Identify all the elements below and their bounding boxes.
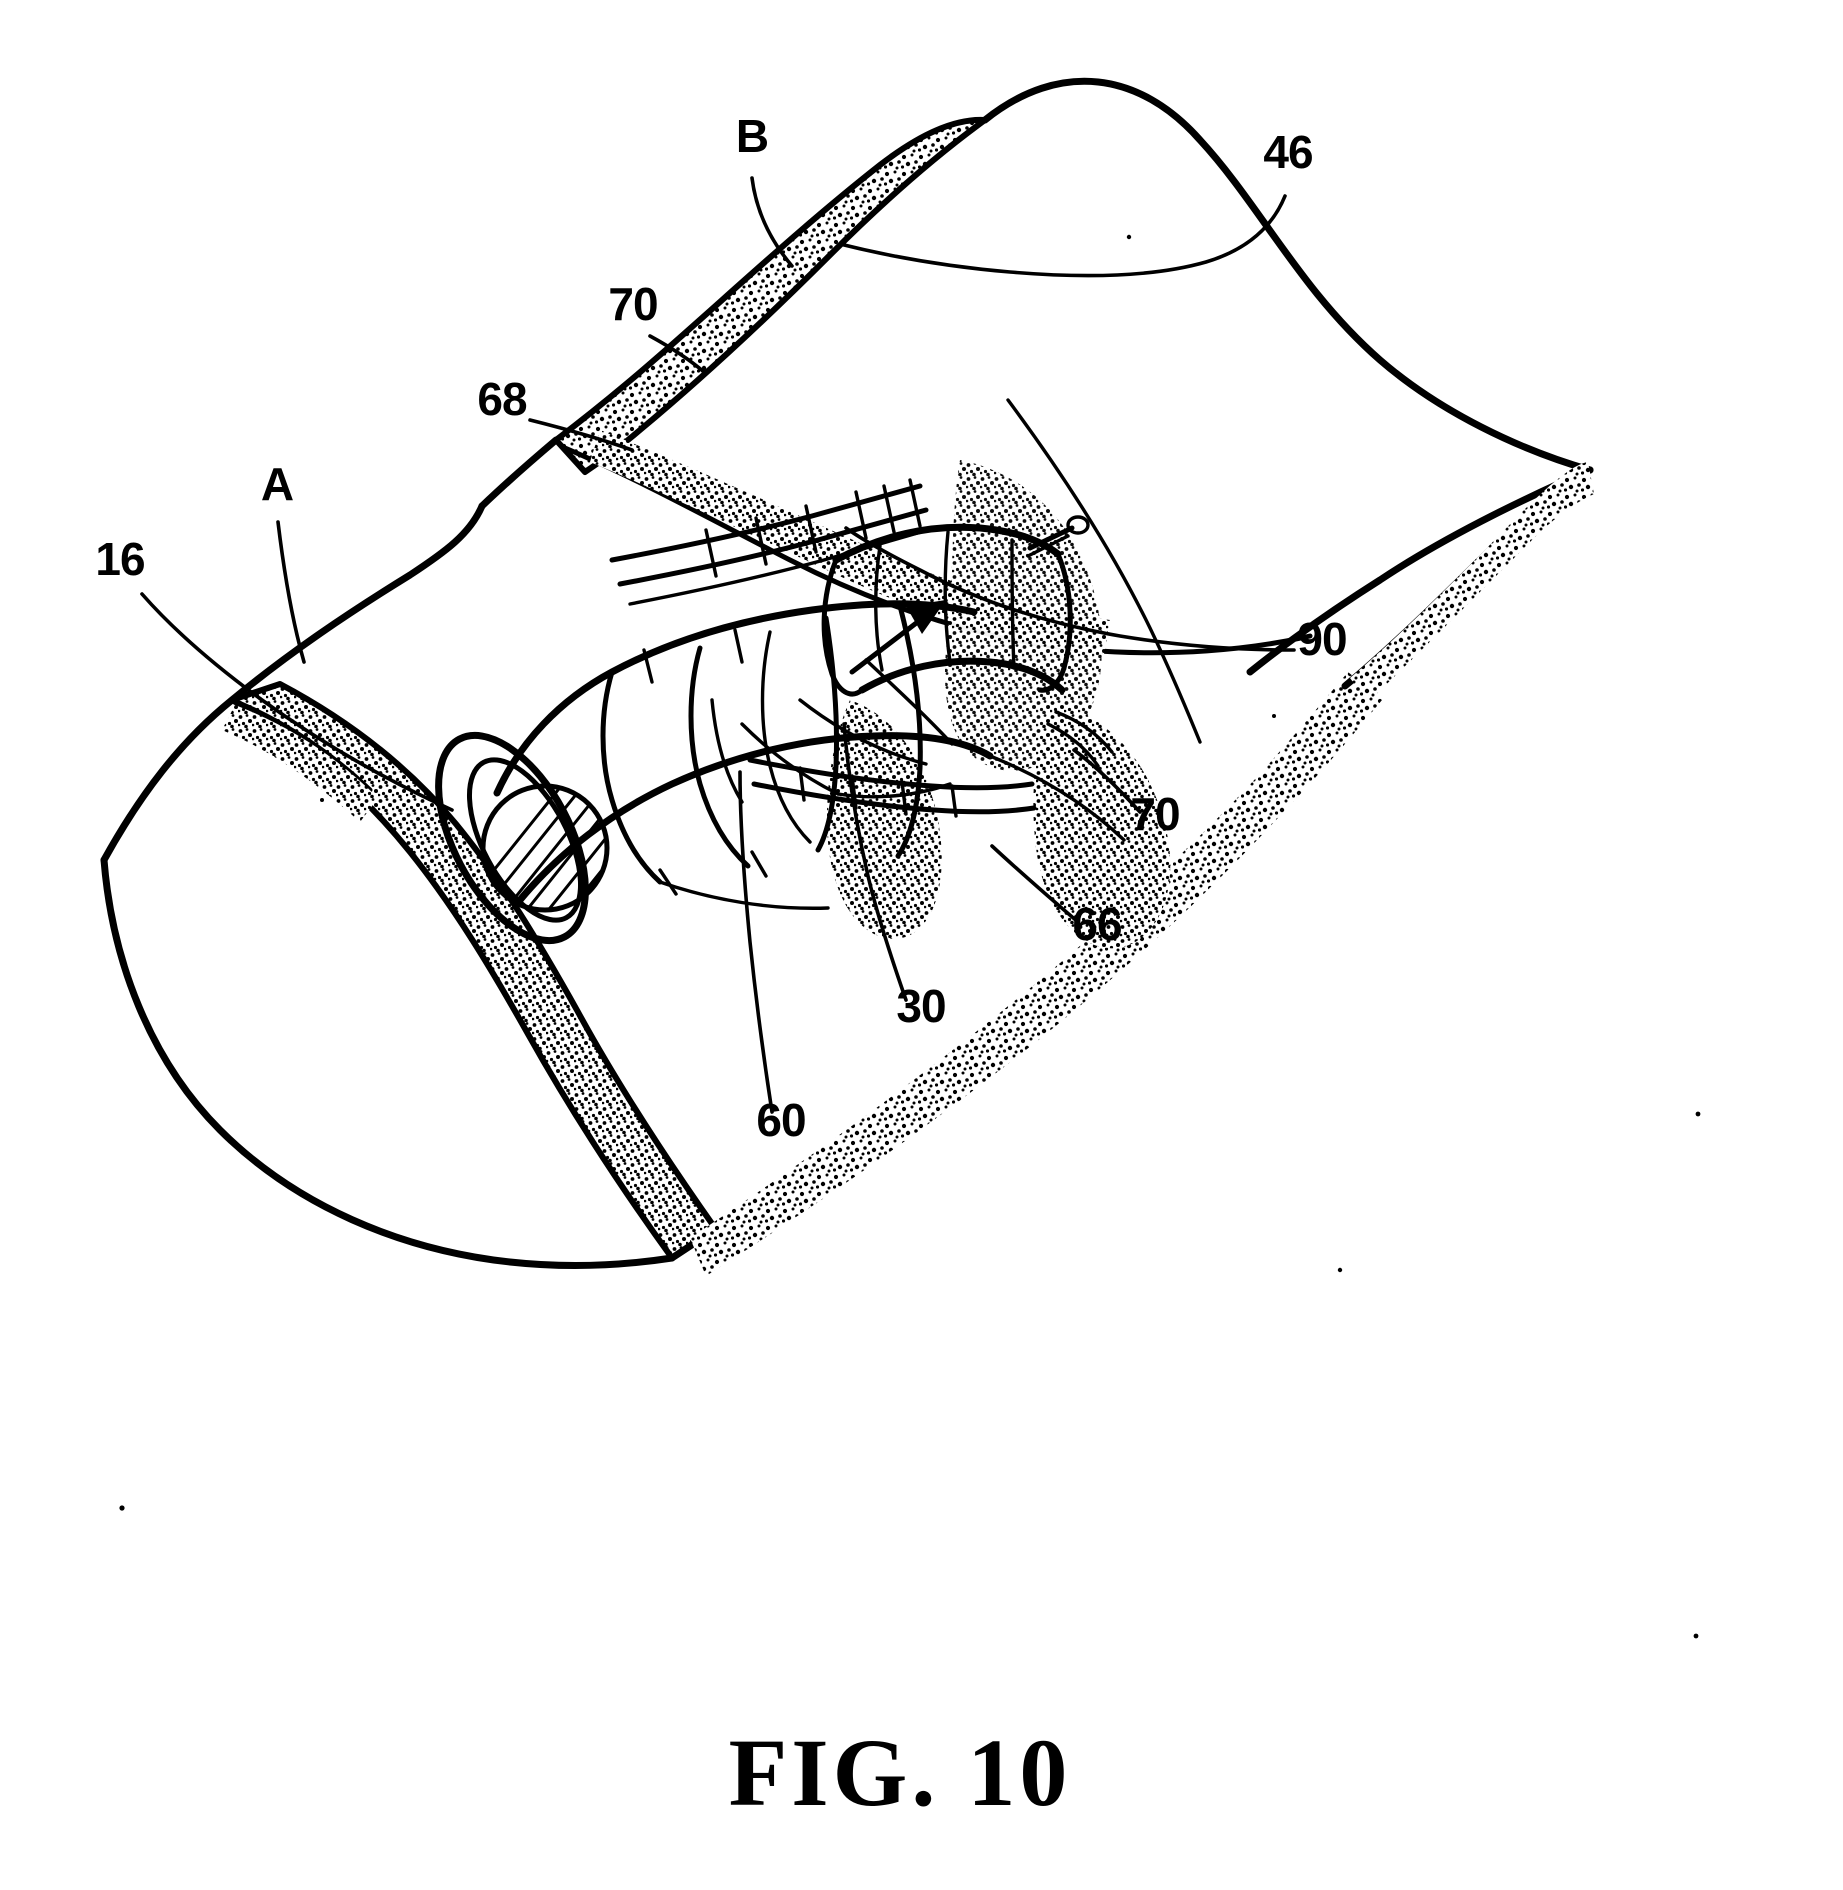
vessel-near-bottom-edge [100, 856, 676, 1269]
device-lumen-hatched-opening [480, 783, 610, 913]
device-rib-2 [688, 645, 751, 869]
device-left-end-inner-rim [466, 757, 584, 923]
ref-label-46: 46 [1263, 126, 1312, 178]
device-midbody-divider [658, 880, 830, 910]
leader-line-66 [990, 844, 1080, 924]
vessel-near-fold-stipple [222, 705, 378, 822]
leader-line-16 [140, 592, 454, 812]
vessel-near-inner-fold [229, 697, 373, 793]
device-pin-projection [1026, 515, 1090, 558]
device-inner-bore-upper [815, 615, 840, 853]
ref-label-70-right: 70 [1130, 788, 1179, 840]
vessel-lower-right-stipple [690, 672, 1382, 1276]
leader-line-70-top [648, 334, 706, 374]
device-internal-struts [710, 658, 954, 804]
leader-line-60 [738, 770, 774, 1114]
vessel-assembly: B 46 70 68 A 16 90 70 66 30 60 [95, 77, 1701, 1639]
leader-line-B [750, 176, 794, 268]
device-far-barrel-right-rim [1037, 551, 1073, 693]
vessel-far-top-edge [981, 77, 1594, 474]
device-far-barrel-bottom [858, 657, 1066, 694]
reference-numerals: B 46 70 68 A 16 90 70 66 30 60 [95, 110, 1347, 1146]
leader-line-68 [528, 418, 634, 452]
leader-line-46 [838, 194, 1287, 278]
leader-line-70-right [1072, 748, 1142, 814]
ref-label-60: 60 [756, 1094, 805, 1146]
device-barb-detail [1046, 710, 1114, 768]
vessel-near-outer-edge [100, 502, 486, 864]
ref-label-70-top: 70 [608, 278, 657, 330]
device-right-envelope [988, 754, 1126, 842]
ref-label-90: 90 [1297, 613, 1346, 665]
device-body-top-edge [493, 600, 978, 797]
scan-specks [119, 234, 1701, 1639]
device-upper-anchor-rail [609, 478, 930, 606]
ref-label-B: B [736, 110, 768, 162]
ref-label-30: 30 [896, 980, 945, 1032]
vessel-far-cut-band [553, 116, 988, 475]
vessel-hidden-lumen-boundary [1006, 398, 1202, 744]
device-far-barrel-left-rim [821, 557, 865, 697]
vessel-far-flare-stipple [1350, 462, 1594, 702]
leader-line-A [276, 520, 306, 664]
vessel-lumen-stipple-lower [1033, 700, 1171, 949]
ref-label-A: A [261, 458, 293, 510]
vessel-far-lower-edge [478, 436, 560, 510]
ref-label-68: 68 [477, 373, 527, 425]
device-far-barrel-longitudinals [874, 530, 1016, 672]
vessel-far-right-edge [1246, 466, 1594, 676]
leader-line-30 [842, 722, 908, 1002]
ref-label-66: 66 [1072, 898, 1121, 950]
leader-line-90 [844, 526, 1296, 652]
device-rib-1 [600, 669, 663, 885]
device-rib-ticks [642, 628, 768, 896]
ref-label-16: 16 [95, 533, 144, 585]
figure-caption: FIG. 10 [729, 1719, 1072, 1826]
